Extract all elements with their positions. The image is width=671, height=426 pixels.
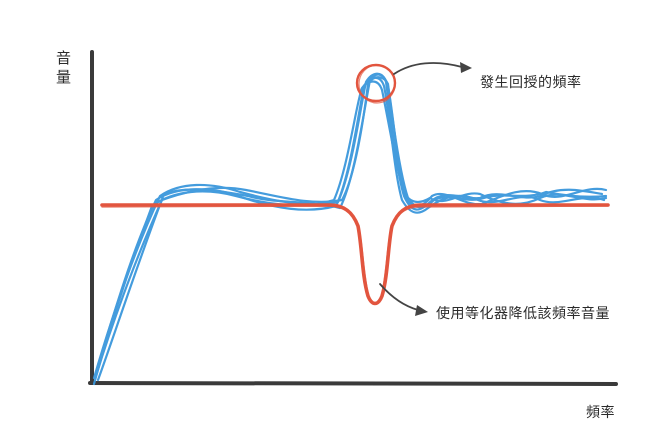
eq-reduce-annotation: 使用等化器降低該頻率音量 xyxy=(436,306,610,322)
x-axis-label: 頻率 xyxy=(586,405,615,421)
response-curve-1 xyxy=(92,72,604,380)
response-curve-3 xyxy=(96,73,608,382)
feedback-frequency-annotation: 發生回授的頻率 xyxy=(480,75,582,91)
x-axis-line xyxy=(88,381,618,386)
axes xyxy=(88,50,618,386)
eq-curve-sketch xyxy=(101,205,609,304)
feedback-circle-sketch xyxy=(358,64,396,104)
eq-arrow xyxy=(379,283,419,311)
y-axis-label: 音量 xyxy=(54,50,72,88)
response-curve-2 xyxy=(94,76,606,374)
eq-curve-group xyxy=(100,203,610,306)
arrows xyxy=(379,62,463,311)
feedback-arrow xyxy=(393,62,463,75)
response-curve-4 xyxy=(92,80,608,386)
eq-arrowhead-icon xyxy=(415,305,428,316)
response-curves xyxy=(92,72,608,386)
feedback-highlight xyxy=(355,63,397,104)
arrowheads xyxy=(415,62,472,316)
response-curve-5 xyxy=(94,76,608,378)
feedback-arrowhead-icon xyxy=(460,62,472,73)
